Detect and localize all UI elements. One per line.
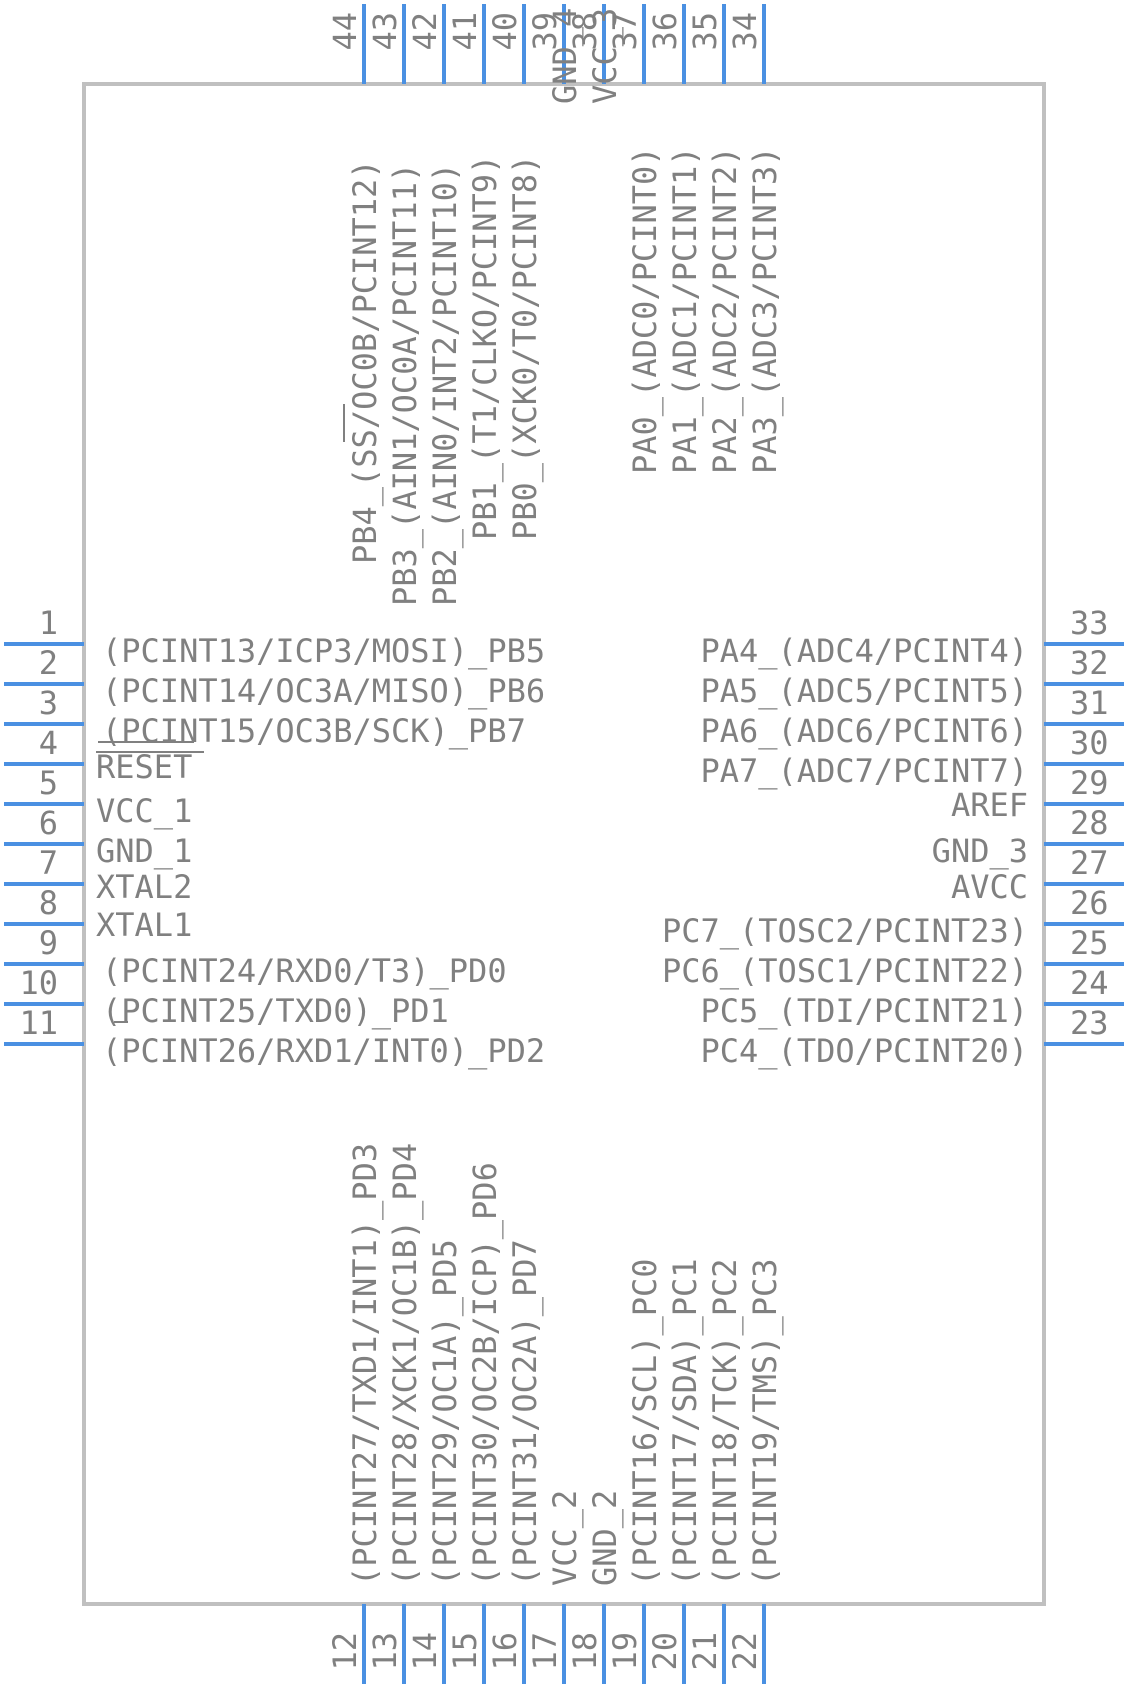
pin-label-2: (PCINT14/OC3A/MISO)_PB6 — [102, 672, 545, 710]
pin-number-27: 27 — [1070, 844, 1109, 882]
pin-number-10: 10 — [19, 964, 58, 1002]
pin-label-8: XTAL1 — [96, 906, 192, 944]
pin-number-40: 40 — [486, 12, 524, 51]
pin-label-7: XTAL2 — [96, 868, 192, 906]
pin-number-9: 9 — [39, 924, 58, 962]
pin-label-19: (PCINT16/SCL)_PC0 — [626, 1258, 664, 1586]
pin-label-36: PA1_(ADC1/PCINT1) — [666, 146, 704, 474]
pin-number-7: 7 — [39, 844, 58, 882]
pin-number-4: 4 — [39, 724, 58, 762]
pin-number-39: 39 — [526, 12, 564, 51]
pin-label-9: (PCINT24/RXD0/T3)_PD0 — [102, 952, 507, 990]
pin-label-16: (PCINT31/OC2A)_PD7 — [506, 1239, 544, 1586]
pin-label-14: (PCINT29/OC1A)_PD5 — [426, 1239, 464, 1586]
pin-number-33: 33 — [1070, 604, 1109, 642]
pin-number-22: 22 — [726, 1632, 764, 1671]
pin-number-17: 17 — [526, 1632, 564, 1671]
pin-label-44: PB4_(SS/OC0B/PCINT12) — [346, 159, 384, 564]
pin-number-30: 30 — [1070, 724, 1109, 762]
pin-number-34: 34 — [726, 12, 764, 51]
pin-label-30: PA7_(ADC7/PCINT7) — [700, 752, 1028, 790]
pin-label-6: GND_1 — [96, 832, 192, 870]
pin-label-4: RESET — [96, 748, 192, 786]
pin-number-43: 43 — [366, 12, 404, 51]
pin-number-14: 14 — [406, 1632, 444, 1671]
pin-label-33: PA4_(ADC4/PCINT4) — [700, 632, 1028, 670]
pin-number-41: 41 — [446, 12, 484, 51]
pin-number-21: 21 — [686, 1632, 724, 1671]
pin-number-31: 31 — [1070, 684, 1109, 722]
pin-label-32: PA5_(ADC5/PCINT5) — [700, 672, 1028, 710]
pin-number-23: 23 — [1070, 1004, 1109, 1042]
pin-number-1: 1 — [39, 604, 58, 642]
pin-number-12: 12 — [326, 1632, 364, 1671]
pin-number-35: 35 — [686, 12, 724, 51]
pin-label-43: PB3_(AIN1/OC0A/PCINT11) — [386, 163, 424, 606]
pin-label-11: (PCINT26/RXD1/INT0)_PD2 — [102, 1032, 545, 1070]
pin-label-5: VCC_1 — [96, 792, 192, 830]
pin-label-10: (PCINT25/TXD0)_PD1 — [102, 992, 449, 1030]
pin-label-35: PA2_(ADC2/PCINT2) — [706, 146, 744, 474]
pin-number-28: 28 — [1070, 804, 1109, 842]
pin-label-34: PA3_(ADC3/PCINT3) — [746, 146, 784, 474]
pin-label-20: (PCINT17/SDA)_PC1 — [666, 1258, 704, 1586]
pin-label-15: (PCINT30/OC2B/ICP)_PD6 — [466, 1162, 504, 1586]
pin-number-6: 6 — [39, 804, 58, 842]
pin-label-27: AVCC — [951, 868, 1028, 906]
pin-number-16: 16 — [486, 1632, 524, 1671]
pin-number-13: 13 — [366, 1632, 404, 1671]
pin-label-23: PC4_(TDO/PCINT20) — [700, 1032, 1028, 1070]
pin-number-15: 15 — [446, 1632, 484, 1671]
pin-number-26: 26 — [1070, 884, 1109, 922]
pin-label-12: (PCINT27/TXD1/INT1)_PD3 — [346, 1143, 384, 1586]
pin-number-5: 5 — [39, 764, 58, 802]
pin-label-37: PA0_(ADC0/PCINT0) — [626, 146, 664, 474]
pin-label-17: VCC_2 — [546, 1490, 584, 1586]
pin-number-32: 32 — [1070, 644, 1109, 682]
pin-label-13: (PCINT28/XCK1/OC1B)_PD4 — [386, 1143, 424, 1586]
pin-label-26: PC7_(TOSC2/PCINT23) — [662, 912, 1028, 950]
pin-label-42: PB2_(AIN0/INT2/PCINT10) — [426, 163, 464, 606]
pin-label-38: VCC_3 — [586, 8, 624, 104]
pin-label-24: PC5_(TDI/PCINT21) — [700, 992, 1028, 1030]
pin-label-25: PC6_(TOSC1/PCINT22) — [662, 952, 1028, 990]
pin-label-28: GND_3 — [932, 832, 1028, 870]
pin-label-39: GND_4 — [546, 8, 584, 104]
pins: 1 (PCINT13/ICP3/MOSI)_PB5 2 (PCINT14/OC3A/M… — [4, 4, 1124, 1684]
pin-number-44: 44 — [326, 12, 364, 51]
pin-number-18: 18 — [566, 1632, 604, 1671]
pin-label-1: (PCINT13/ICP3/MOSI)_PB5 — [102, 632, 545, 670]
pin-number-8: 8 — [39, 884, 58, 922]
ic-body — [82, 82, 1046, 1606]
pin-label-41: PB1_(T1/CLKO/PCINT9) — [466, 155, 504, 540]
pin-label-40: PB0_(XCK0/T0/PCINT8) — [506, 155, 544, 540]
pin-label-29: AREF — [951, 786, 1028, 824]
pin-number-29: 29 — [1070, 764, 1109, 802]
pin-number-36: 36 — [646, 12, 684, 51]
pin-number-42: 42 — [406, 12, 444, 51]
pin-label-3: (PCINT15/OC3B/SCK)_PB7 — [102, 712, 526, 750]
pin-label-31: PA6_(ADC6/PCINT6) — [700, 712, 1028, 750]
pin-number-25: 25 — [1070, 924, 1109, 962]
pin-number-38: 38 — [566, 12, 604, 51]
pin-number-24: 24 — [1070, 964, 1109, 1002]
pin-number-19: 19 — [606, 1632, 644, 1671]
pin-number-20: 20 — [646, 1632, 684, 1671]
pin-label-21: (PCINT18/TCK)_PC2 — [706, 1258, 744, 1586]
pin-number-3: 3 — [39, 684, 58, 722]
pin-number-2: 2 — [39, 644, 58, 682]
pin-label-18: GND_2 — [586, 1490, 624, 1586]
pin-number-37: 37 — [606, 12, 644, 51]
pin-number-11: 11 — [19, 1004, 58, 1042]
pin-label-22: (PCINT19/TMS)_PC3 — [746, 1258, 784, 1586]
